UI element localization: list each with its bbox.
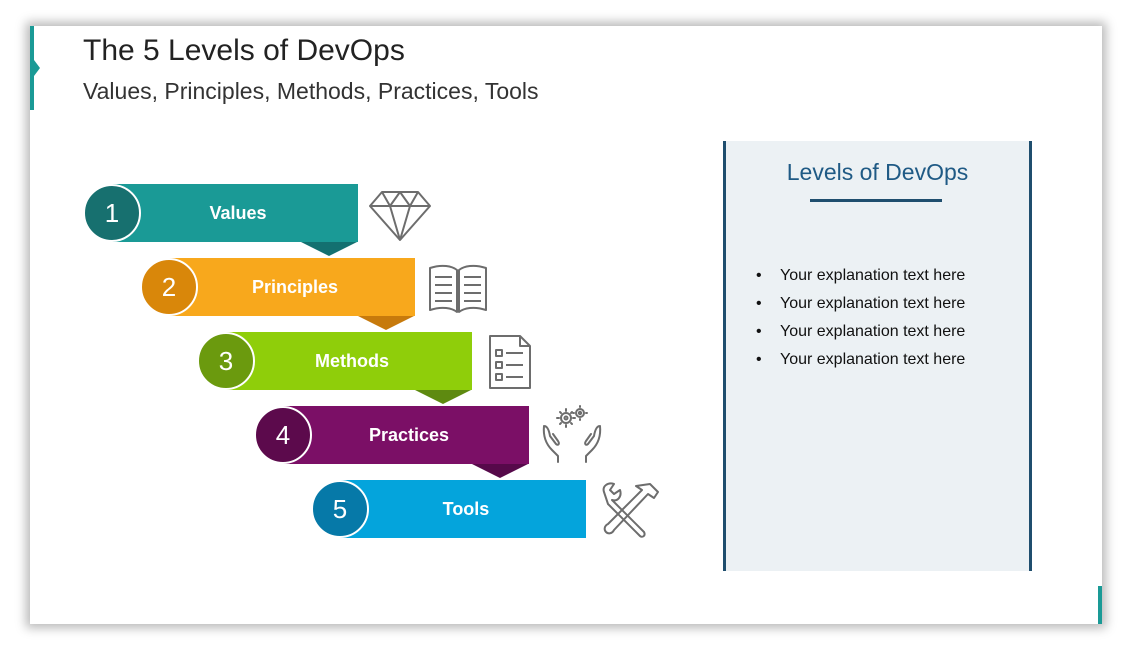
panel-title: Levels of DevOps xyxy=(786,159,969,185)
right-accent-bar xyxy=(1098,586,1102,624)
level-label: Tools xyxy=(442,498,490,519)
checklist-document-icon xyxy=(478,332,542,392)
level-practices: Practices 4 xyxy=(254,406,529,478)
slide-title: The 5 Levels of DevOps xyxy=(83,34,405,67)
level-fold xyxy=(415,390,471,404)
level-fold xyxy=(358,316,414,330)
level-band: Tools xyxy=(340,480,586,538)
level-number-badge: 4 xyxy=(254,406,312,464)
level-band: Values xyxy=(112,184,358,242)
panel-title-underline xyxy=(810,199,942,202)
slide: The 5 Levels of DevOps Values, Principle… xyxy=(30,26,1102,624)
explanation-panel: Levels of DevOps Your explanation text h… xyxy=(723,141,1032,571)
diamond-icon xyxy=(368,186,432,246)
slide-subtitle: Values, Principles, Methods, Practices, … xyxy=(83,78,539,104)
level-band: Methods xyxy=(226,332,472,390)
level-fold xyxy=(472,464,528,478)
level-label: Practices xyxy=(368,424,450,445)
level-label: Values xyxy=(209,202,267,223)
level-band: Principles xyxy=(169,258,415,316)
level-fold xyxy=(301,242,357,256)
level-label: Methods xyxy=(315,350,389,371)
level-band: Practices xyxy=(283,406,529,464)
level-number-badge: 2 xyxy=(140,258,198,316)
level-values: Values 1 xyxy=(83,184,358,256)
level-number-badge: 3 xyxy=(197,332,255,390)
left-accent-notch xyxy=(34,60,40,76)
panel-bullet-list: Your explanation text here Your explanat… xyxy=(756,262,965,374)
level-number-badge: 1 xyxy=(83,184,141,242)
level-tools: Tools 5 xyxy=(311,480,586,538)
level-methods: Methods 3 xyxy=(197,332,472,404)
bullet-item: Your explanation text here xyxy=(756,318,965,346)
hands-gears-icon xyxy=(540,404,604,464)
bullet-item: Your explanation text here xyxy=(756,262,965,290)
left-accent-bar xyxy=(30,26,34,110)
level-label: Principles xyxy=(251,276,339,297)
level-principles: Principles 2 xyxy=(140,258,415,330)
bullet-item: Your explanation text here xyxy=(756,346,965,374)
level-number-badge: 5 xyxy=(311,480,369,538)
open-book-icon xyxy=(426,260,490,320)
wrench-hammer-icon xyxy=(598,480,662,540)
bullet-item: Your explanation text here xyxy=(756,290,965,318)
